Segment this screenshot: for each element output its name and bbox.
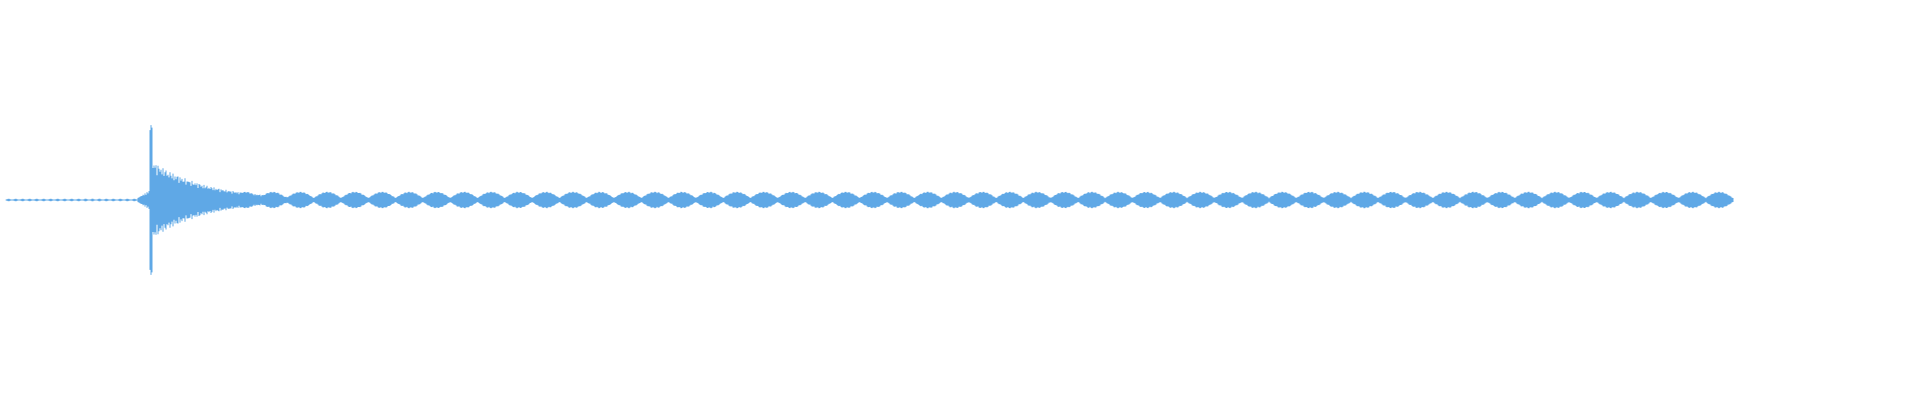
- waveform-bars: [5, 125, 1734, 275]
- waveform-path: [5, 125, 1734, 275]
